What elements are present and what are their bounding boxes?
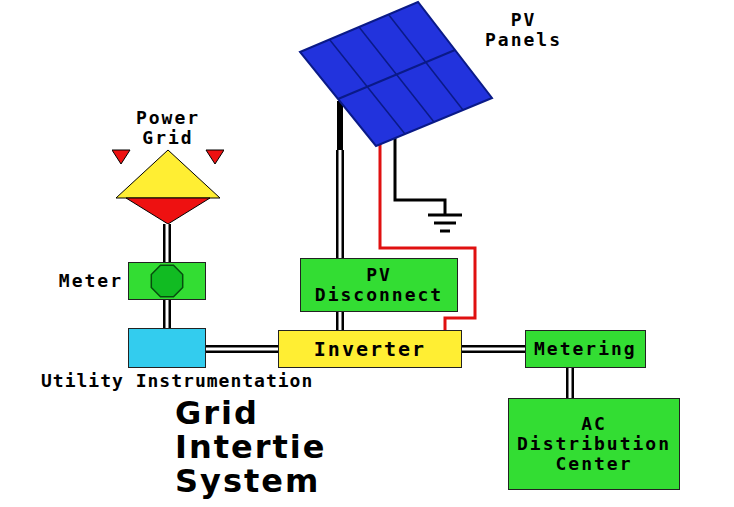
grid-flag bbox=[206, 150, 224, 164]
meter-box: Meter bbox=[128, 262, 206, 300]
node-label: Inverter bbox=[314, 338, 426, 360]
wire-path bbox=[462, 345, 525, 353]
wire-core bbox=[206, 348, 278, 351]
wire-connector bbox=[340, 312, 341, 330]
pv-panel: PV Panels bbox=[290, 0, 570, 150]
wire-connector bbox=[167, 300, 168, 328]
diagram-title: Grid Intertie System bbox=[175, 396, 326, 498]
metering-box: Metering bbox=[525, 330, 646, 368]
node-label: AC Distribution Center bbox=[517, 414, 671, 474]
wire-connector bbox=[462, 349, 525, 350]
disconnect-box: PV Disconnect bbox=[300, 258, 458, 312]
wire-path bbox=[163, 300, 171, 328]
ground-bar bbox=[428, 214, 462, 217]
wire-path bbox=[206, 345, 278, 353]
meter-dial bbox=[129, 263, 205, 299]
wire-connector bbox=[206, 349, 278, 350]
wire-path bbox=[336, 150, 344, 258]
node-label: PV Panels bbox=[485, 10, 562, 50]
wire-core bbox=[339, 150, 342, 258]
instrument-box: Utility Instrumentation bbox=[128, 328, 206, 368]
cell-line bbox=[338, 50, 455, 99]
power-grid-symbol bbox=[112, 148, 224, 224]
distribution-box: AC Distribution Center bbox=[508, 398, 680, 490]
wire-connector bbox=[570, 368, 571, 398]
grid-triangle bbox=[126, 198, 210, 224]
connector-layer bbox=[167, 150, 570, 398]
node-label: PV Disconnect bbox=[315, 265, 443, 305]
power-grid: Power Grid bbox=[112, 108, 224, 224]
wire-core bbox=[339, 312, 342, 330]
wire-core bbox=[462, 348, 525, 351]
ground-bar bbox=[440, 230, 450, 233]
ground-symbol bbox=[395, 150, 462, 231]
panel-surface bbox=[300, 2, 492, 146]
node-label: Metering bbox=[534, 339, 637, 359]
ground-bar bbox=[434, 222, 456, 225]
node-label: Meter bbox=[59, 271, 123, 291]
node-label: Power Grid bbox=[136, 108, 200, 148]
wire-path bbox=[163, 224, 171, 262]
mount-post bbox=[337, 101, 343, 150]
wire-core bbox=[166, 224, 169, 262]
node-label: Utility Instrumentation bbox=[41, 371, 313, 391]
wire-core bbox=[166, 300, 169, 328]
wire-core bbox=[569, 368, 572, 398]
grid-triangle bbox=[116, 150, 220, 198]
grid-flag bbox=[112, 150, 130, 164]
inverter-box: Inverter bbox=[278, 330, 462, 368]
meter-octagon bbox=[151, 265, 182, 296]
wire-connector bbox=[167, 224, 168, 262]
ground-wire bbox=[395, 150, 445, 215]
wire-connector bbox=[340, 150, 341, 258]
wire-path bbox=[566, 368, 574, 398]
wire-path bbox=[336, 312, 344, 330]
